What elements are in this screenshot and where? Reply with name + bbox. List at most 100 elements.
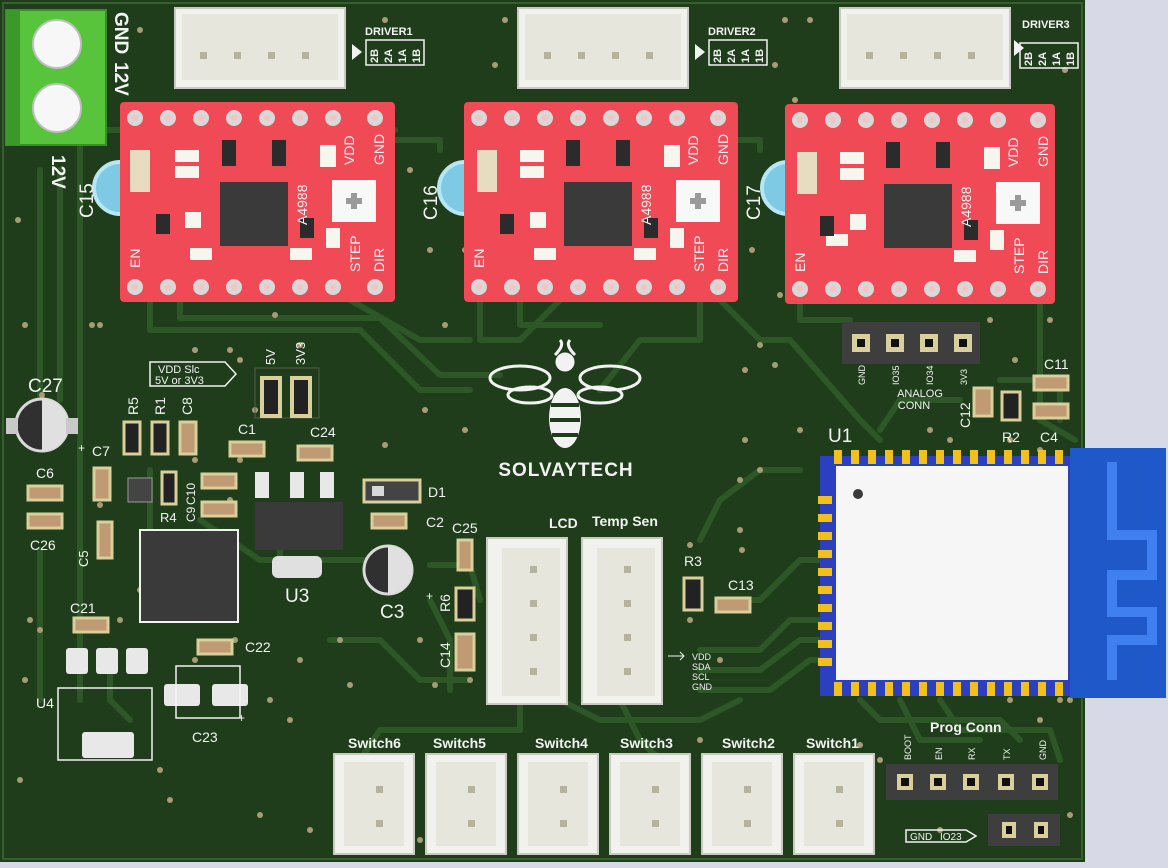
pin-1b: 1B <box>754 49 766 63</box>
c12-label: C12 <box>957 402 973 428</box>
screw-gnd <box>32 19 82 69</box>
c27-label: C27 <box>28 376 63 397</box>
analog-pin-gnd: GND <box>857 365 867 386</box>
driver-1-en: EN <box>127 249 143 268</box>
temp-label: Temp Sen <box>592 513 658 529</box>
driver-1-vdd: VDD <box>341 135 357 165</box>
power-terminal: GND 12V 12V <box>5 9 131 189</box>
c2-label: C2 <box>426 514 444 530</box>
c7-label: C7 <box>92 443 110 459</box>
c11-label: C11 <box>1044 356 1069 372</box>
background <box>1085 0 1168 868</box>
pin-1b: 1B <box>1065 52 1077 66</box>
svg-text:+: + <box>238 711 245 725</box>
solvaytech-logo <box>488 338 642 448</box>
driver-3-vdd: VDD <box>1005 137 1021 167</box>
analog-pin-io35: IO35 <box>891 365 901 385</box>
r5-label: R5 <box>125 397 141 415</box>
io23-io-label: IO23 <box>940 832 962 843</box>
switch-4: Switch4 <box>517 735 599 855</box>
u4-label: U4 <box>36 695 54 711</box>
analog-label-2: CONN <box>898 400 930 412</box>
screw-12v <box>32 83 82 133</box>
c13-label: C13 <box>728 577 754 593</box>
c22-label: C22 <box>245 639 271 655</box>
c14-label: C14 <box>437 642 453 668</box>
r4-label: R4 <box>160 510 177 525</box>
lcd-connector: LCD <box>486 515 578 705</box>
switch-1: Switch1 <box>793 735 875 855</box>
pin-2b: 2B <box>369 49 381 63</box>
i2c-sda: SDA <box>692 662 711 672</box>
c23-label: C23 <box>192 729 218 745</box>
c5-label: C5 <box>76 550 91 567</box>
board-edge <box>2 2 1083 860</box>
io23-gnd-label: GND <box>910 832 932 843</box>
i2c-vdd: VDD <box>692 652 712 662</box>
driver-2: DRIVER2 2B 2A 1A 1B C16 A4988 VDD GND EN… <box>421 7 768 302</box>
logo-text: SOLVAYTECH <box>498 460 633 481</box>
pin-1a: 1A <box>1051 52 1063 66</box>
driver-3-step: STEP <box>1011 237 1027 274</box>
inductor <box>139 529 239 623</box>
r2-label: R2 <box>1002 429 1020 445</box>
terminal-gnd-label: GND <box>110 12 131 54</box>
driver-3: DRIVER3 2B 2A 1A 1B C17 A4988 VDD GND EN… <box>744 7 1079 304</box>
c10-label: C10 <box>184 483 198 505</box>
power-section: C27 + R5 R1 C8 C7 C6 C26 R4 C10 C9 C1 C2… <box>6 376 478 761</box>
c3-label: C3 <box>380 602 404 623</box>
driver-2-vdd: VDD <box>685 135 701 165</box>
switch3-label: Switch3 <box>620 735 673 751</box>
driver-3-label: DRIVER3 <box>1022 19 1070 31</box>
switch-2: Switch2 <box>701 735 783 855</box>
r1-label: R1 <box>152 397 168 415</box>
driver-2-gnd: GND <box>715 134 731 165</box>
switch-3: Switch3 <box>609 735 691 855</box>
switch4-label: Switch4 <box>535 735 588 751</box>
driver-2-step: STEP <box>691 235 707 272</box>
switch1-label: Switch1 <box>806 735 859 751</box>
c17-label: C17 <box>744 185 765 220</box>
u1-label: U1 <box>828 426 852 447</box>
analog-label-1: ANALOG <box>897 388 943 400</box>
driver-1-chip-label: A4988 <box>294 184 310 225</box>
c1-label: C1 <box>238 421 256 437</box>
pin-1b: 1B <box>411 49 423 63</box>
c16-label: C16 <box>421 185 442 220</box>
c21-label: C21 <box>70 600 96 616</box>
r3-label: R3 <box>684 553 702 569</box>
switch-6: Switch6 <box>333 735 415 855</box>
analog-pin-3v3: 3V3 <box>959 369 969 385</box>
driver-2-chip-label: A4988 <box>638 184 654 225</box>
vdd-select-line1: VDD Slc <box>158 364 200 376</box>
driver-3-en: EN <box>792 253 808 272</box>
i2c-gnd: GND <box>692 682 713 692</box>
c25-label: C25 <box>452 520 478 536</box>
vdd-select-line2: 5V or 3V3 <box>155 375 204 387</box>
pin-2a: 2A <box>1037 52 1049 66</box>
prog-pin-boot: BOOT <box>903 734 913 760</box>
switch6-label: Switch6 <box>348 735 401 751</box>
prog-pin-en: EN <box>934 747 944 760</box>
driver-3-dir: DIR <box>1035 250 1051 274</box>
pin-2b: 2B <box>712 49 724 63</box>
vdd-select-3v3: 3V3 <box>293 342 308 365</box>
svg-text:+: + <box>426 589 433 603</box>
driver-2-en: EN <box>471 249 487 268</box>
driver-1-label: DRIVER1 <box>365 26 413 38</box>
vdd-select: VDD Slc 5V or 3V3 5V 3V3 <box>149 342 320 419</box>
u3-label: U3 <box>285 586 309 607</box>
c6-label: C6 <box>36 465 54 481</box>
io23-connector: GND IO23 <box>905 814 1060 846</box>
switch-connectors: Switch6 Switch5 Switch4 Switch3 Switch2 <box>333 735 875 855</box>
c8-label: C8 <box>179 397 195 415</box>
r6-label: R6 <box>437 594 453 612</box>
switch-5: Switch5 <box>425 735 507 855</box>
driver-2-label: DRIVER2 <box>708 26 756 38</box>
analog-connector: GND IO35 IO34 3V3 ANALOG CONN <box>842 322 980 412</box>
switch5-label: Switch5 <box>433 735 486 751</box>
c26-label: C26 <box>30 537 56 553</box>
driver-1-chip <box>220 182 288 246</box>
pin-1a: 1A <box>740 49 752 63</box>
